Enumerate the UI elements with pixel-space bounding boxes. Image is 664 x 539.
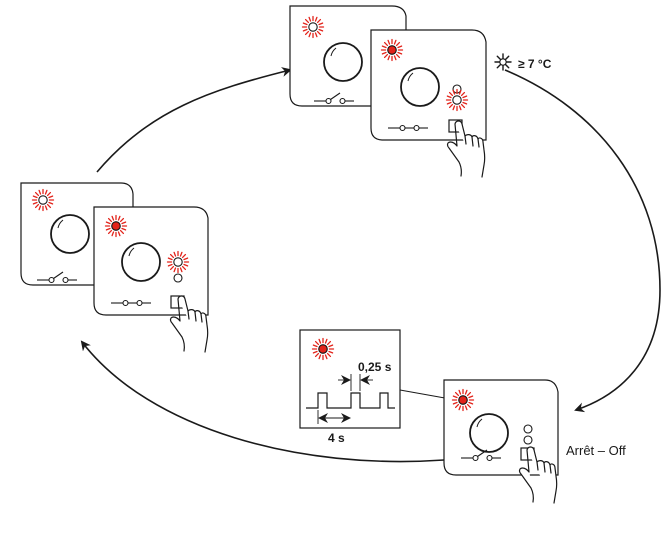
left-panel-front: [93, 206, 209, 353]
top-panel-front: [370, 29, 487, 178]
pulse-width-label: 0,25 s: [358, 360, 392, 374]
frost-icon: [494, 53, 512, 71]
led-flash-icon: [382, 40, 403, 61]
knob-icon: [121, 242, 161, 282]
cycle-arrow-icon: [80, 67, 661, 463]
led-flash-icon: [445, 88, 469, 112]
led-flash-icon: [31, 188, 55, 212]
timing-inset: 0,25 s 4 s: [299, 329, 401, 445]
bottom-right-panel: [443, 379, 559, 504]
knob-icon: [323, 42, 363, 82]
led-flash-icon: [301, 15, 325, 39]
frost-temperature-label: ≥ 7 °C: [518, 57, 552, 71]
led-flash-icon: [106, 216, 127, 237]
knob-icon: [50, 214, 90, 254]
knob-icon: [400, 67, 440, 107]
led-flash-icon: [166, 250, 190, 274]
off-label: Arrêt – Off: [566, 443, 626, 458]
led-flash-icon: [453, 390, 474, 411]
led-flash-icon: [313, 339, 334, 360]
knob-icon: [469, 413, 509, 453]
period-label: 4 s: [328, 431, 345, 445]
